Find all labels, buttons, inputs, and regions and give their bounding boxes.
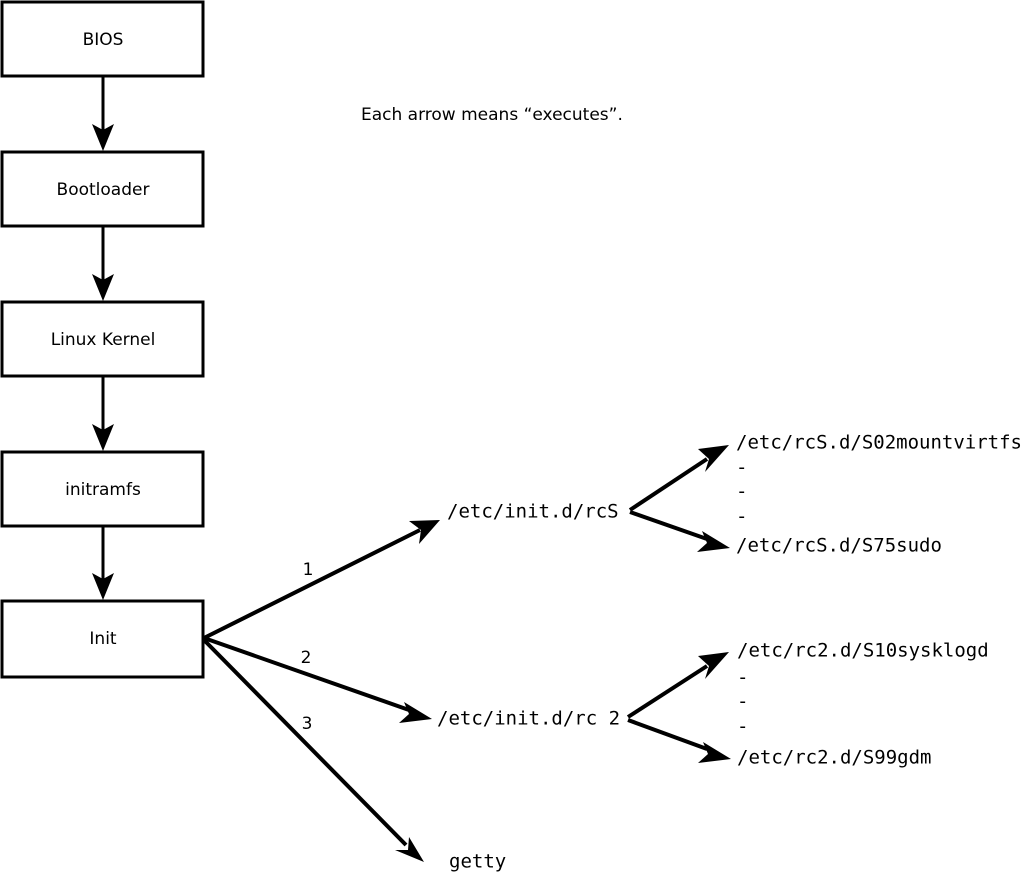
- arrow-rcs-to-first-script: [628, 445, 729, 512]
- target-rcs-label: /etc/init.d/rcS: [447, 501, 619, 523]
- node-init-label: Init: [89, 629, 117, 649]
- node-bootloader-label: Bootloader: [57, 180, 150, 200]
- node-linux-kernel[interactable]: Linux Kernel: [0, 300, 205, 378]
- rcs-ellipsis-3: -: [736, 506, 747, 528]
- node-bootloader-box: [0, 150, 205, 228]
- arrow-rc2-to-first-script: [626, 652, 729, 719]
- rc2-last-script: /etc/rc2.d/S99gdm: [737, 747, 931, 769]
- arrow-rc2-to-last-script: [627, 718, 731, 763]
- diagram-caption: Each arrow means “executes”.: [361, 105, 623, 125]
- arrow-bootloader-to-kernel: [92, 227, 114, 301]
- rcs-last-script: /etc/rcS.d/S75sudo: [736, 535, 942, 557]
- target-rc2-label: /etc/init.d/rc 2: [437, 708, 620, 730]
- branch-label-3: 3: [302, 714, 313, 734]
- node-init-box: [0, 599, 205, 679]
- arrow-init-branch-2: [203, 636, 432, 723]
- node-initramfs-label: initramfs: [65, 480, 141, 500]
- node-bios[interactable]: BIOS: [0, 0, 205, 78]
- branch-label-2: 2: [301, 648, 312, 668]
- node-bios-label: BIOS: [83, 30, 124, 50]
- rcs-ellipsis-2: -: [736, 481, 747, 503]
- node-bios-box: [0, 0, 205, 78]
- node-init[interactable]: Init: [0, 599, 205, 679]
- rc2-first-script: /etc/rc2.d/S10sysklogd: [737, 640, 989, 662]
- node-linux-kernel-label: Linux Kernel: [51, 330, 156, 350]
- arrow-init-branch-3: [202, 638, 424, 862]
- arrow-initramfs-to-init: [92, 527, 114, 600]
- arrow-rcs-to-last-script: [629, 510, 730, 552]
- rc2-ellipsis-2: -: [737, 691, 748, 713]
- node-initramfs-box: [0, 450, 205, 528]
- arrow-bios-to-bootloader: [92, 77, 114, 151]
- node-bootloader[interactable]: Bootloader: [0, 150, 205, 228]
- arrow-init-branch-1: [203, 520, 440, 640]
- rcs-first-script: /etc/rcS.d/S02mountvirtfs: [736, 432, 1022, 454]
- arrow-kernel-to-initramfs: [92, 377, 114, 451]
- node-linux-kernel-box: [0, 300, 205, 378]
- node-initramfs[interactable]: initramfs: [0, 450, 205, 528]
- rc2-ellipsis-3: -: [737, 716, 748, 738]
- rc2-ellipsis-1: -: [737, 667, 748, 689]
- rcs-ellipsis-1: -: [736, 457, 747, 479]
- branch-label-1: 1: [303, 560, 314, 580]
- target-getty-label: getty: [449, 851, 506, 873]
